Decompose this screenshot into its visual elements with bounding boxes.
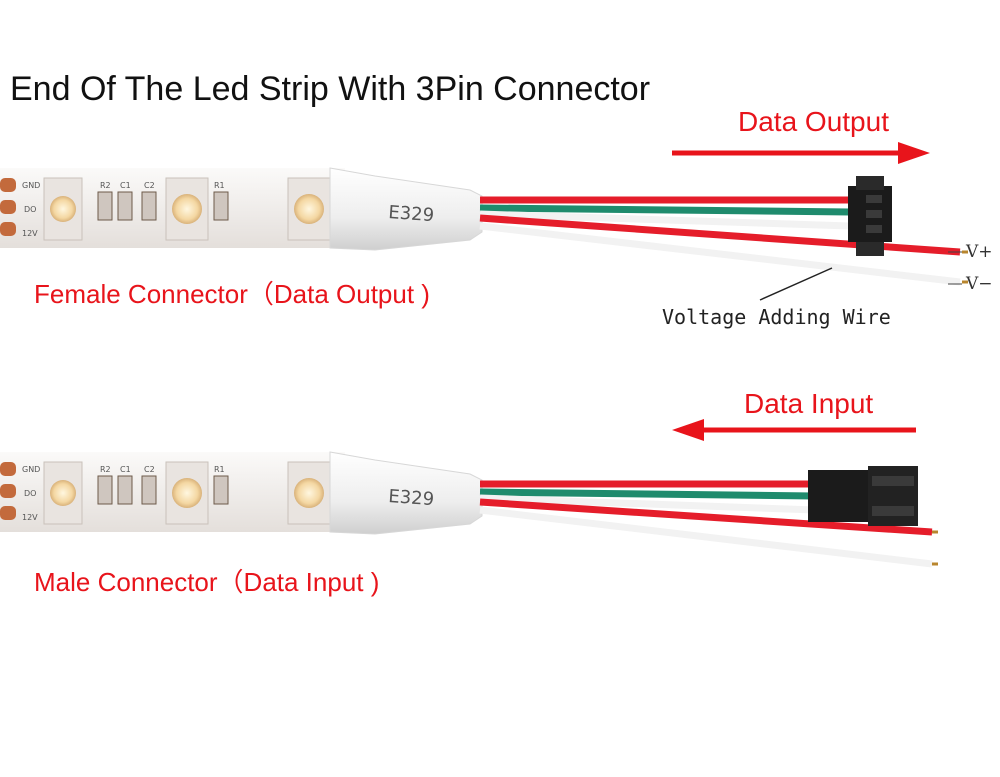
led-lens [294, 478, 324, 508]
pcb-label: DO [24, 489, 36, 498]
led-lens [50, 196, 76, 222]
heat-shrink-sleeve [329, 167, 483, 251]
smd-resistor [213, 475, 229, 505]
copper-pad [0, 200, 16, 214]
data-output-arrow-label: Data Output [738, 106, 889, 137]
vplus-label: V+ [966, 242, 993, 262]
connector-shroud [868, 466, 918, 526]
wire-green [479, 488, 816, 500]
connector-slot [866, 195, 882, 203]
led-lens [172, 478, 202, 508]
pcb-label: C1 [120, 181, 131, 190]
female-connector-housing [848, 176, 892, 256]
copper-pad [0, 222, 16, 236]
wire-white [479, 210, 851, 230]
led-strip-top: GND DO 12V R2 C1 C2 R1 E329 [0, 167, 483, 251]
connector-latch [856, 242, 884, 256]
pcb-label: R1 [214, 465, 225, 474]
led-strip-bottom: GND DO 12V R2 C1 C2 R1 E329 [0, 451, 483, 535]
pcb-label: C1 [120, 465, 131, 474]
connector-slot [872, 476, 914, 486]
smd-capacitor [117, 475, 133, 505]
wire-white [479, 494, 816, 514]
pcb-label: R2 [100, 465, 111, 474]
data-output-arrow [672, 142, 930, 164]
arrow-head [672, 419, 704, 441]
voltage-adding-wire-label: Voltage Adding Wire [662, 305, 891, 329]
smd-resistor [213, 191, 229, 221]
heat-shrink-sleeve [329, 451, 483, 535]
wire-white-power [479, 222, 961, 286]
smd-capacitor [141, 191, 157, 221]
wires-bottom [479, 480, 938, 568]
connector-slot [866, 210, 882, 218]
smd-capacitor [141, 475, 157, 505]
connector-slot [866, 225, 882, 233]
wire-red-power [479, 498, 933, 536]
pcb-label: GND [22, 465, 40, 474]
male-connector-housing [808, 466, 918, 526]
wires-top [479, 196, 968, 286]
data-input-arrow-label: Data Input [744, 388, 874, 419]
connector-body [808, 470, 868, 522]
smd-capacitor [117, 191, 133, 221]
copper-pad [0, 484, 16, 498]
wire-green [479, 204, 851, 216]
pcb-label: C2 [144, 181, 155, 190]
data-input-arrow [672, 419, 916, 441]
copper-pad [0, 462, 16, 476]
smd-resistor [97, 475, 113, 505]
pcb-label: DO [24, 205, 36, 214]
strip-marking: E329 [388, 486, 435, 510]
page-title: End Of The Led Strip With 3Pin Connector [10, 70, 651, 108]
female-connector-label: Female Connector（Data Output ) [34, 279, 430, 309]
wire-white-power [479, 506, 933, 568]
led-lens [172, 194, 202, 224]
strip-marking: E329 [388, 202, 435, 226]
male-connector-label: Male Connector（Data Input ) [34, 567, 380, 597]
connector-slot [872, 506, 914, 516]
copper-pad [0, 506, 16, 520]
copper-pad [0, 178, 16, 192]
connector-latch [856, 176, 884, 190]
smd-resistor [97, 191, 113, 221]
wire-note-pointer [759, 267, 833, 301]
pcb-label: 12V [22, 229, 38, 238]
led-lens [294, 194, 324, 224]
pcb-label: 12V [22, 513, 38, 522]
vminus-label: V− [966, 274, 993, 294]
pcb-label: GND [22, 181, 40, 190]
pcb-label: C2 [144, 465, 155, 474]
arrow-head [898, 142, 930, 164]
pcb-label: R1 [214, 181, 225, 190]
led-lens [50, 480, 76, 506]
pcb-label: R2 [100, 181, 111, 190]
